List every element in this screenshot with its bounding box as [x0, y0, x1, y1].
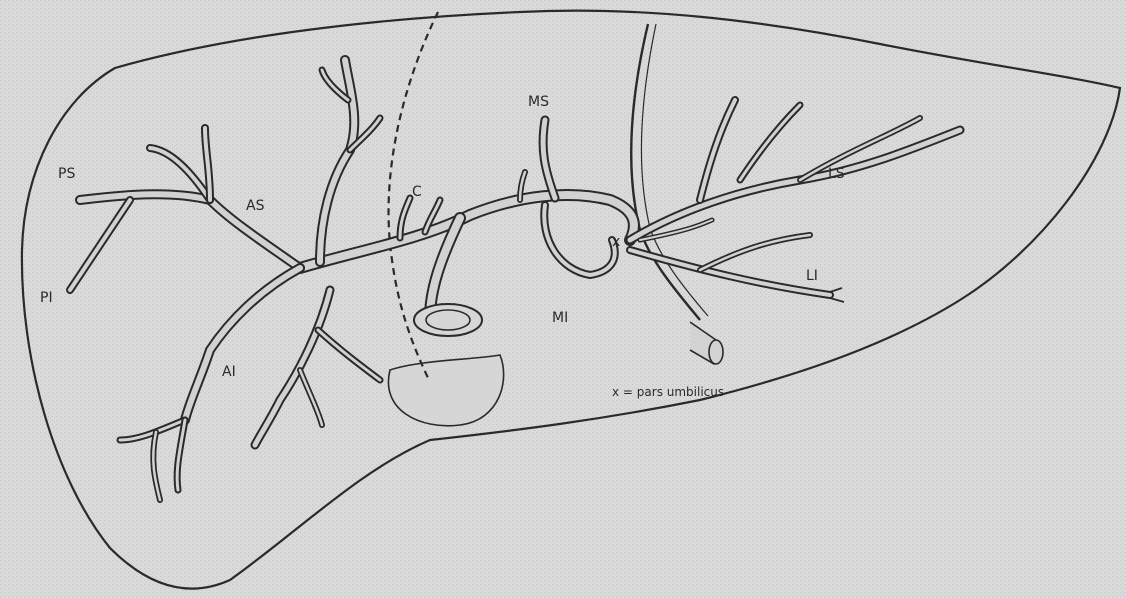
label-pi: PI [40, 290, 53, 306]
label-ai: AI [222, 364, 236, 380]
label-x: x [612, 234, 620, 250]
label-mi: MI [552, 310, 568, 326]
ligamentum-teres-end [709, 340, 723, 364]
portal-vein-cross-section [414, 304, 482, 336]
label-ms: MS [528, 94, 549, 110]
label-li: LI [806, 268, 818, 284]
label-ps: PS [58, 166, 75, 182]
label-ls: LS [828, 166, 845, 182]
label-as: AS [246, 198, 265, 214]
label-c: C [412, 184, 422, 200]
figure-caption: x = pars umbilicus [612, 385, 724, 399]
